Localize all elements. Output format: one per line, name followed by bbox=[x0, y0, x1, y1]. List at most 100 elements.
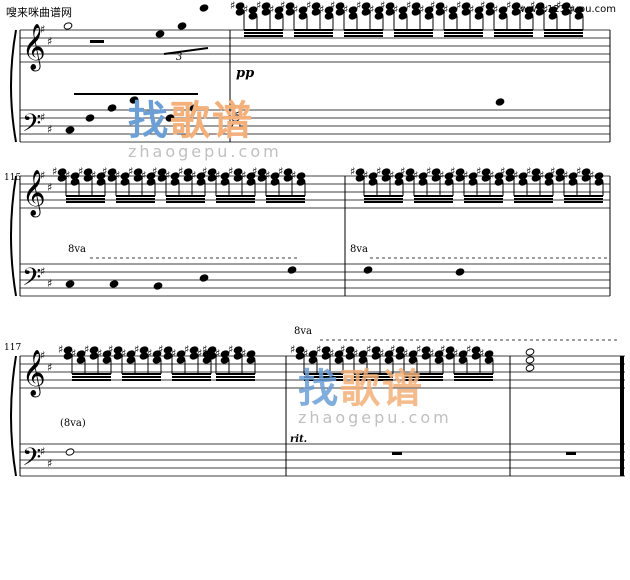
note-head bbox=[345, 346, 355, 354]
note-head bbox=[518, 172, 528, 180]
sharp-sign: ♯ bbox=[158, 343, 163, 356]
sharp-sign: ♯ bbox=[330, 0, 335, 12]
note-head bbox=[89, 346, 99, 354]
note-head bbox=[207, 168, 217, 176]
note-head bbox=[405, 168, 415, 176]
sharp-sign: ♯ bbox=[228, 165, 233, 178]
sharp-sign: ♯ bbox=[343, 3, 348, 16]
note-head bbox=[189, 104, 199, 112]
note-head bbox=[434, 350, 444, 358]
note-head bbox=[455, 268, 465, 276]
note-head bbox=[189, 346, 199, 354]
note-head bbox=[531, 168, 541, 176]
octave-mark-1: 8va bbox=[68, 244, 86, 255]
sharp-sign: ♯ bbox=[480, 0, 485, 12]
sharp-sign: ♯ bbox=[456, 0, 461, 12]
sharp-sign: ♯ bbox=[165, 169, 170, 182]
note-head bbox=[445, 346, 455, 354]
note-head bbox=[63, 346, 73, 354]
note-head bbox=[63, 22, 73, 30]
note-head bbox=[102, 350, 112, 358]
note-head bbox=[261, 2, 271, 10]
note-head bbox=[408, 350, 418, 358]
octave-mark-2: 8va bbox=[350, 244, 368, 255]
note-head bbox=[411, 2, 421, 10]
note-head bbox=[358, 350, 368, 358]
sharp-sign: ♯ bbox=[513, 169, 518, 182]
sharp-sign: ♯ bbox=[550, 165, 555, 178]
note-head bbox=[107, 104, 117, 112]
sharp-sign: ♯ bbox=[252, 165, 257, 178]
note-head bbox=[311, 2, 321, 10]
sharp-sign: ♯ bbox=[413, 169, 418, 182]
note-head bbox=[505, 168, 515, 176]
note-head bbox=[152, 350, 162, 358]
sharp-sign: ♯ bbox=[393, 3, 398, 16]
sharp-sign: ♯ bbox=[58, 343, 63, 356]
sharp-sign: ♯ bbox=[556, 0, 561, 12]
sharp-sign: ♯ bbox=[493, 3, 498, 16]
triplet-mark: 3 bbox=[176, 52, 183, 63]
note-head bbox=[207, 346, 217, 354]
note-head bbox=[535, 2, 545, 10]
note-head bbox=[274, 6, 284, 14]
note-head bbox=[321, 346, 331, 354]
sharp-sign: ♯ bbox=[78, 165, 83, 178]
sharp-sign: ♯ bbox=[269, 3, 274, 16]
final-barline bbox=[620, 356, 624, 476]
sharp-sign: ♯ bbox=[241, 169, 246, 182]
note-head bbox=[246, 350, 256, 358]
sharp-sign: ♯ bbox=[376, 165, 381, 178]
half-rest bbox=[90, 40, 104, 43]
treble-clef: 𝄞 bbox=[22, 24, 46, 72]
note-head bbox=[474, 6, 484, 14]
sharp-sign: ♯ bbox=[52, 165, 57, 178]
sharp-sign: ♯ bbox=[429, 347, 434, 360]
sharp-sign: ♯ bbox=[426, 165, 431, 178]
note-head bbox=[257, 168, 267, 176]
sharp-sign: ♯ bbox=[439, 169, 444, 182]
sharp-sign: ♯ bbox=[47, 181, 52, 194]
sharp-sign: ♯ bbox=[526, 165, 531, 178]
rit-mark: rit. bbox=[290, 434, 308, 445]
note-head bbox=[183, 168, 193, 176]
note-head bbox=[485, 2, 495, 10]
note-head bbox=[355, 168, 365, 176]
sharp-sign: ♯ bbox=[303, 347, 308, 360]
note-head bbox=[368, 172, 378, 180]
sharp-sign: ♯ bbox=[291, 169, 296, 182]
note-head bbox=[296, 172, 306, 180]
sharp-sign: ♯ bbox=[430, 0, 435, 12]
note-head bbox=[129, 96, 139, 104]
note-head bbox=[196, 172, 206, 180]
site-name: 嗖来咪曲谱网 bbox=[6, 6, 72, 19]
sharp-sign: ♯ bbox=[356, 0, 361, 12]
note-head bbox=[448, 6, 458, 14]
sharp-sign: ♯ bbox=[40, 349, 45, 362]
note-head bbox=[574, 6, 584, 14]
note-head bbox=[65, 280, 75, 288]
treble-clef: 𝄞 bbox=[22, 170, 46, 218]
sharp-sign: ♯ bbox=[569, 3, 574, 16]
sharp-sign: ♯ bbox=[543, 3, 548, 16]
note-head bbox=[283, 168, 293, 176]
sharp-sign: ♯ bbox=[329, 347, 334, 360]
bass-clef: 𝄢 bbox=[22, 263, 41, 298]
sharp-sign: ♯ bbox=[576, 165, 581, 178]
sharp-sign: ♯ bbox=[316, 343, 321, 356]
note-head bbox=[421, 346, 431, 354]
note-head bbox=[561, 2, 571, 10]
note-head bbox=[220, 350, 230, 358]
note-head bbox=[334, 350, 344, 358]
note-head bbox=[498, 6, 508, 14]
sharp-sign: ♯ bbox=[202, 343, 207, 356]
note-head bbox=[495, 98, 505, 106]
note-head bbox=[298, 6, 308, 14]
whole-rest bbox=[392, 452, 402, 455]
sharp-sign: ♯ bbox=[108, 343, 113, 356]
note-head bbox=[65, 126, 75, 134]
sharp-sign: ♯ bbox=[47, 277, 52, 290]
note-head bbox=[435, 2, 445, 10]
sharp-sign: ♯ bbox=[147, 347, 152, 360]
note-head bbox=[431, 168, 441, 176]
